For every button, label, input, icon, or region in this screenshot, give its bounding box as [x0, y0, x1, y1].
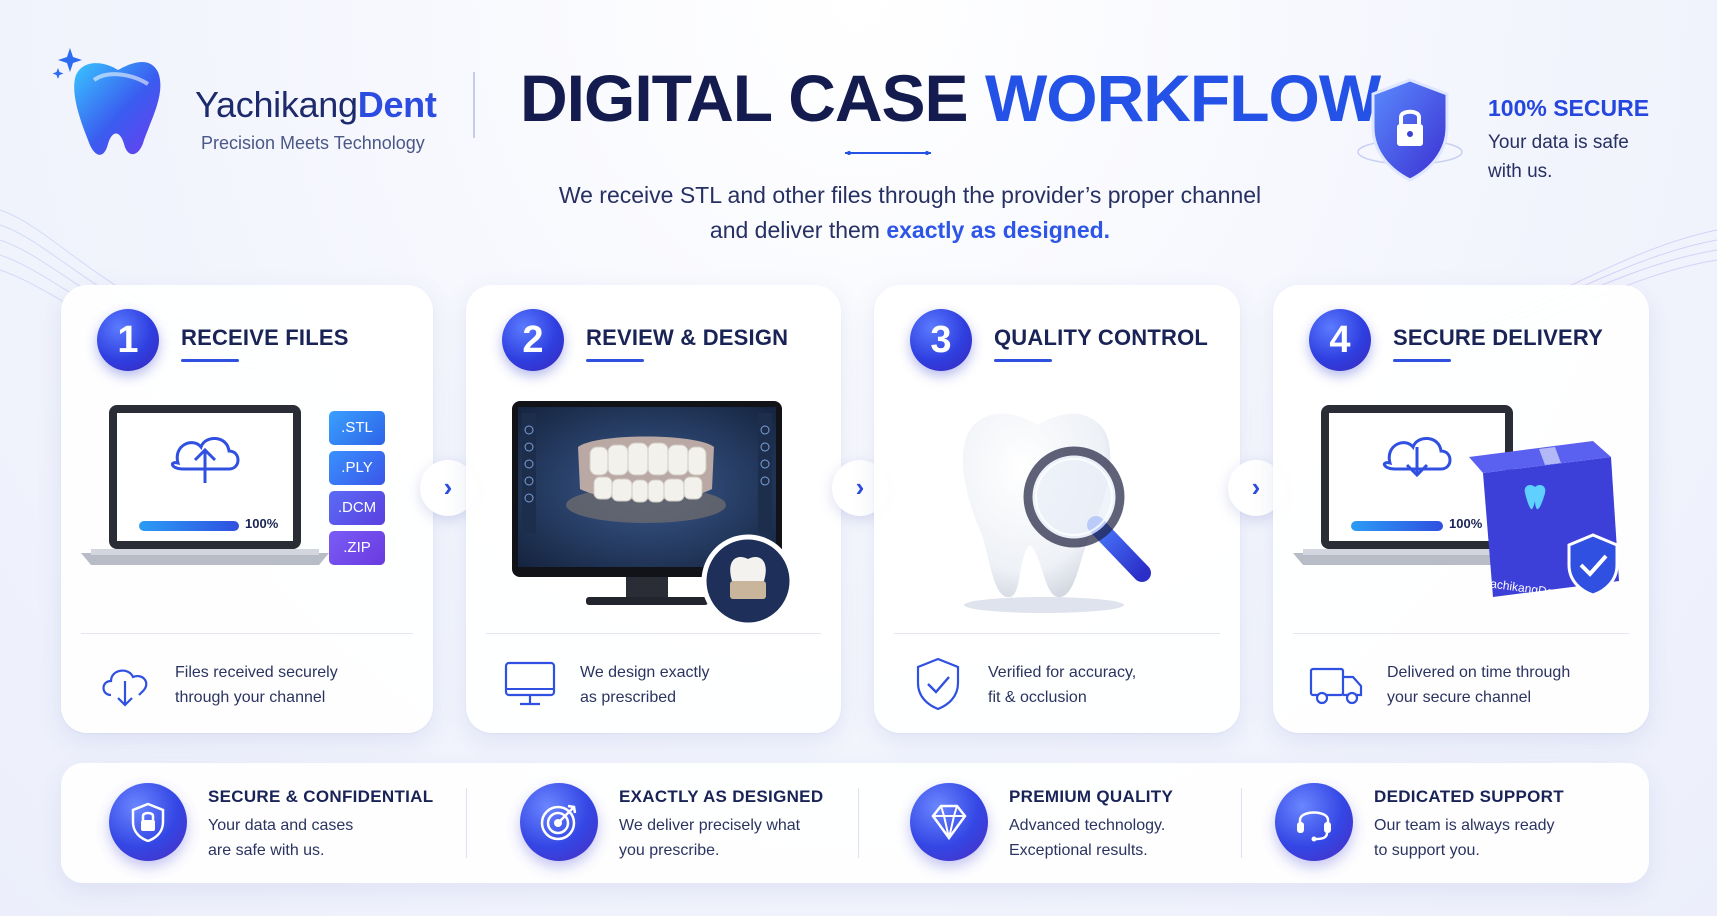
feature-secure-confidential: SECURE & CONFIDENTIAL Your data and case… [61, 763, 434, 883]
shield-lock-icon [1357, 78, 1463, 182]
tooth-logo-icon [52, 48, 161, 155]
step-number: 1 [97, 309, 159, 371]
upload-progress-bar [139, 521, 239, 531]
header-divider [473, 72, 475, 138]
step-card-quality-control[interactable]: 3 QUALITY CONTROL Verified for accuracy,… [874, 285, 1240, 733]
step-title: RECEIVE FILES [181, 325, 349, 350]
feature-title: DEDICATED SUPPORT [1374, 787, 1564, 806]
brand-logo[interactable]: YachikangDent Precision Meets Technology [52, 40, 482, 180]
brand-tagline: Precision Meets Technology [201, 133, 425, 153]
step-title: REVIEW & DESIGN [586, 325, 789, 350]
monitor-design-illustration [512, 401, 795, 625]
feature-dedicated-support: DEDICATED SUPPORT Our team is always rea… [1227, 763, 1597, 883]
step-description: Verified for accuracy,fit & occlusion [988, 664, 1137, 706]
monitor-icon [504, 661, 556, 706]
feature-divider [466, 788, 467, 858]
step-card-review-design[interactable]: 2 REVIEW & DESIGN [466, 285, 841, 733]
secure-text: Your data is safe with us. [1488, 132, 1629, 182]
target-icon [520, 783, 598, 861]
secure-title: 100% SECURE [1488, 95, 1650, 121]
step-title: SECURE DELIVERY [1393, 325, 1604, 350]
file-type-badge: .PLY [329, 451, 385, 485]
step-title: QUALITY CONTROL [994, 325, 1209, 350]
tooth-magnifier-illustration [962, 413, 1151, 613]
feature-premium-quality: PREMIUM QUALITY Advanced technology.Exce… [862, 763, 1232, 883]
file-type-list: .STL .PLY .DCM .ZIP [329, 411, 385, 565]
step-number: 4 [1309, 309, 1371, 371]
page-subtitle: We receive STL and other files through t… [558, 182, 1262, 243]
laptop-delivery-illustration [1293, 405, 1619, 597]
feature-exactly-as-designed: EXACTLY AS DESIGNED We deliver precisely… [472, 763, 842, 883]
upload-progress-fill [139, 521, 239, 531]
upload-progress-label: 100% [245, 516, 279, 531]
feature-title: PREMIUM QUALITY [1009, 787, 1174, 806]
brand-name: YachikangDent [195, 84, 437, 125]
delivery-progress-bar [1351, 521, 1443, 531]
file-type-badge: .ZIP [329, 531, 385, 565]
step-number: 3 [910, 309, 972, 371]
file-type-badge: .DCM [329, 491, 385, 525]
laptop-upload-illustration [81, 405, 329, 565]
title-underline [845, 151, 931, 155]
features-bar: SECURE & CONFIDENTIAL Your data and case… [61, 763, 1649, 883]
feature-divider [858, 788, 859, 858]
headset-icon [1275, 783, 1353, 861]
feature-title: SECURE & CONFIDENTIAL [208, 787, 434, 806]
step-card-secure-delivery[interactable]: 4 SECURE DELIVERY 100% YachikangDent Del… [1273, 285, 1649, 733]
shield-check-icon [916, 657, 960, 711]
delivery-progress-label: 100% [1449, 516, 1483, 531]
step-card-receive-files[interactable]: 1 RECEIVE FILES 100% .STL .PLY .DCM .ZIP… [61, 285, 433, 733]
feature-title: EXACTLY AS DESIGNED [619, 787, 824, 806]
card-divider [486, 633, 821, 634]
truck-icon [1309, 667, 1363, 705]
page-title: DIGITAL CASE WORKFLOW [520, 61, 1381, 135]
card-divider [894, 633, 1220, 634]
step-underline [994, 359, 1052, 362]
cloud-download-icon [102, 669, 148, 707]
card-divider [1293, 633, 1629, 634]
step-underline [586, 359, 644, 362]
feature-divider [1241, 788, 1242, 858]
step-underline [181, 359, 239, 362]
card-divider [81, 633, 413, 634]
delivery-progress-fill [1351, 521, 1443, 531]
secure-badge: 100% SECURE Your data is safe with us. [1355, 72, 1685, 192]
file-type-badge: .STL [329, 411, 385, 445]
feature-text: Advanced technology.Exceptional results. [1009, 817, 1166, 859]
step-number: 2 [502, 309, 564, 371]
diamond-icon [910, 783, 988, 861]
step-underline [1393, 359, 1451, 362]
shield-lock-icon [109, 783, 187, 861]
